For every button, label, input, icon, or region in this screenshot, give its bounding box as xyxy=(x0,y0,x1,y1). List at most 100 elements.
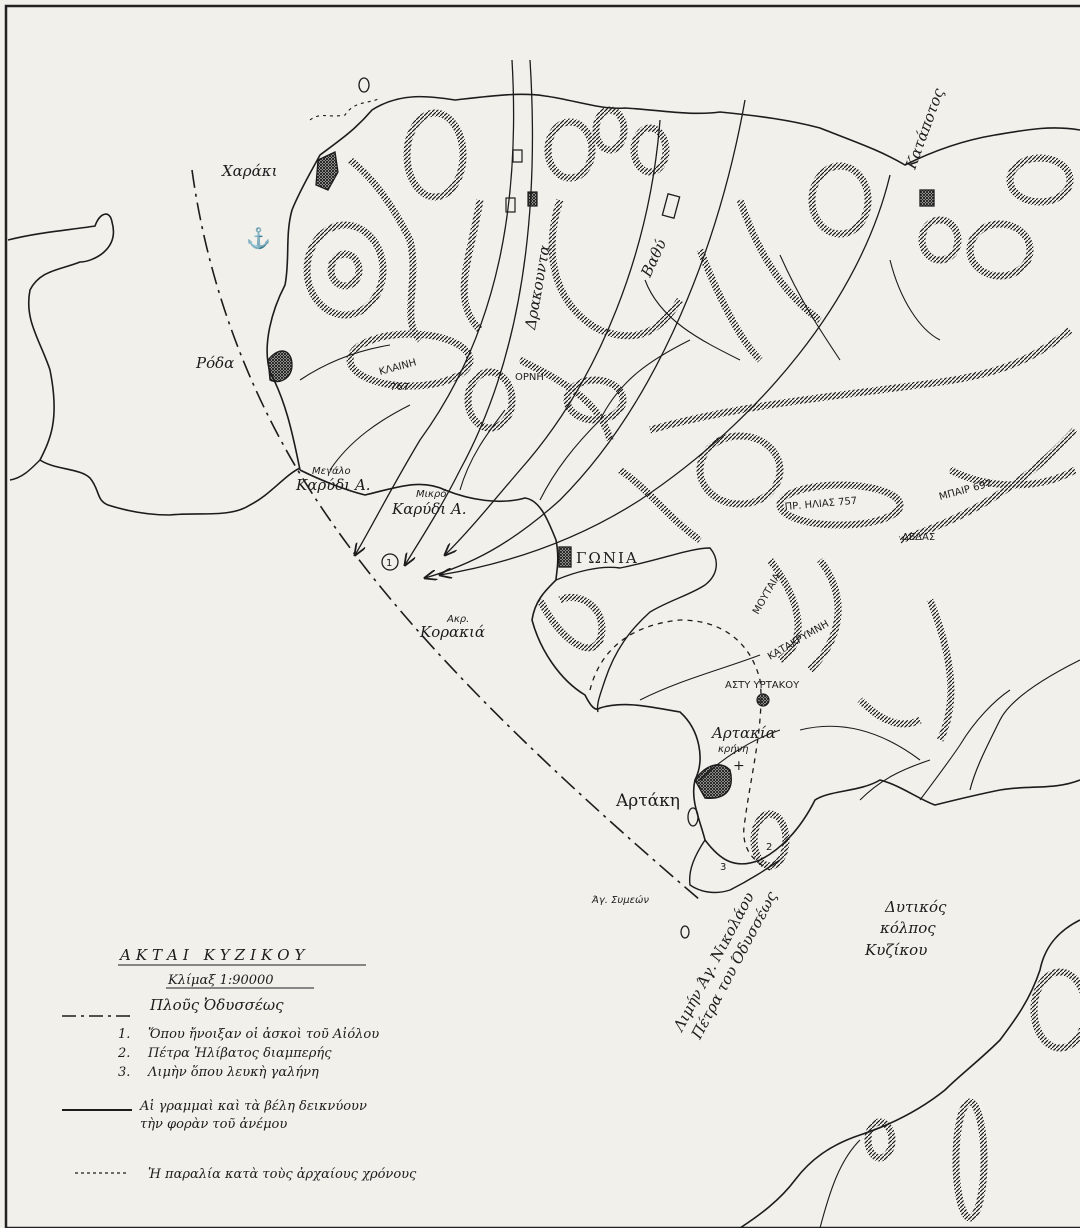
hill xyxy=(926,598,955,742)
river xyxy=(329,404,411,471)
label-mikro-karidi-2: Καρύδι Α. xyxy=(391,500,467,518)
hill xyxy=(696,432,784,508)
label-akr: Ακρ. xyxy=(446,614,469,625)
hill xyxy=(857,697,922,728)
label-megalo-karidi-1: Μεγάλο xyxy=(312,465,351,477)
legend-item-2-num: 2. xyxy=(117,1046,130,1061)
hill-hachures xyxy=(303,106,1080,1222)
legend-route-label: Πλοῦς Ὀδυσσέως xyxy=(149,996,284,1014)
hill xyxy=(518,356,614,441)
drakountas-settlement xyxy=(505,197,516,213)
river xyxy=(539,419,601,501)
legend-wind-label-2: τὴν φορὰν τοῦ ἀνέμου xyxy=(140,1117,287,1132)
drakountas-settlement xyxy=(512,149,523,163)
east-river xyxy=(969,659,1080,791)
legend-ancient-coast-label: Ἡ παραλία κατὰ τοὺς ἀρχαίους χρόνους xyxy=(148,1167,417,1182)
hill xyxy=(750,810,790,870)
hill xyxy=(1006,154,1074,206)
river xyxy=(779,254,841,361)
label-artakia-2: κρήνη xyxy=(718,743,749,755)
anchor-icon: ⚓ xyxy=(246,226,271,250)
route-marker-1 xyxy=(381,553,399,571)
hill xyxy=(952,1098,988,1222)
hill xyxy=(864,1118,896,1162)
artaki-settlement xyxy=(694,764,732,799)
label-dytikos-1: Δυτικός xyxy=(884,898,947,916)
hill xyxy=(536,593,606,652)
label-dytikos-3: Κυζίκου xyxy=(864,941,927,959)
hill xyxy=(618,467,702,543)
legend-item-2-text: Πέτρα Ἠλίβατος διαμπερής xyxy=(147,1046,332,1061)
hill xyxy=(548,198,683,340)
wind-lines xyxy=(355,59,891,578)
gonia-settlement xyxy=(558,546,572,568)
label-korakia: Κορακιά xyxy=(419,623,485,641)
river xyxy=(799,725,921,761)
asty-yrtakoy-site xyxy=(756,693,770,707)
spring-cross-icon: + xyxy=(733,758,745,774)
islet xyxy=(687,807,699,827)
route-marker-2-label: 2 xyxy=(766,842,772,853)
river xyxy=(889,259,941,341)
hill xyxy=(649,327,1073,434)
legend-item-1-text: Ὅπου ἤνοιξαν οἱ ἀσκοὶ τοῦ Αἰόλου xyxy=(148,1026,379,1042)
islet xyxy=(680,925,690,939)
hill xyxy=(807,557,842,673)
hill xyxy=(736,198,822,323)
label-gonia: ΓΩΝΙΑ xyxy=(576,549,639,567)
hill xyxy=(592,106,628,154)
label-artakia-1: Αρτακία xyxy=(710,724,776,742)
gonia-bay xyxy=(555,547,717,713)
label-artaki: Αρτάκη xyxy=(615,791,680,811)
label-ag-symeon: Άγ. Συμεών xyxy=(591,894,649,906)
katapotos-settlement xyxy=(919,189,935,207)
river xyxy=(459,409,506,491)
east-river xyxy=(819,1139,861,1228)
wind-arrow xyxy=(405,59,534,565)
legend-title: ΑΚΤΑΙ ΚΥΖΙΚΟΥ xyxy=(118,946,309,964)
hill xyxy=(630,124,670,176)
label-katapotos: Κατάποτος xyxy=(902,85,948,172)
wind-arrow xyxy=(445,119,661,555)
southern-coastline xyxy=(299,469,1080,865)
hill xyxy=(347,157,423,343)
river xyxy=(644,279,741,361)
legend-wind-label-1: Αἱ γραμμαὶ καὶ τὰ βέλη δεικνύουν xyxy=(139,1098,367,1114)
legend-item-3-text: Λιμὴν ὅπου λευκὴ γαλήνη xyxy=(147,1065,319,1080)
east-river xyxy=(919,689,1011,801)
label-klaini-height: 767 xyxy=(390,382,409,393)
hill xyxy=(948,466,1077,489)
label-roda: Ρόδα xyxy=(195,354,234,372)
drakountas-settlement xyxy=(527,191,538,207)
hill xyxy=(464,368,516,432)
label-haraki: Χαράκι xyxy=(221,162,277,180)
hill xyxy=(1030,968,1080,1052)
hill xyxy=(808,162,872,238)
label-mikro-karidi-1: Μικρό xyxy=(416,488,446,500)
legend-scale: Κλίμαξ 1:90000 xyxy=(167,973,274,988)
river xyxy=(299,344,391,381)
label-dytikos-2: κόλπος xyxy=(879,919,936,937)
vathi-settlement xyxy=(661,193,681,219)
hill xyxy=(563,376,627,424)
wind-arrow xyxy=(355,59,515,555)
legend-item-1-num: 1. xyxy=(118,1027,130,1042)
label-moutaia: ΜΟΥΤΑΙΑ xyxy=(751,572,783,617)
odysseus-route xyxy=(191,169,701,901)
ancient-coastline-north xyxy=(309,97,381,121)
wind-arrow xyxy=(425,99,746,578)
map-legend: ΑΚΤΑΙ ΚΥΖΙΚΟΥ Κλίμαξ 1:90000 Πλοῦς Ὀδυσσ… xyxy=(62,946,417,1182)
label-asty-yrtakoy: ΑΣΤΥ ΥΡΤΑΚΟΥ xyxy=(725,680,800,691)
roda-settlement xyxy=(267,350,293,383)
label-orni: ΟΡΝΗ xyxy=(515,372,544,383)
symeon-cape xyxy=(688,839,781,894)
islet xyxy=(358,77,370,93)
wind-arrow xyxy=(440,174,891,575)
label-drakountas: Δρακουντα xyxy=(521,244,554,332)
route-marker-1-label: 1 xyxy=(386,558,392,569)
ancient-coastline xyxy=(589,619,771,871)
route-marker-3-label: 3 xyxy=(720,862,726,873)
hill xyxy=(327,250,363,290)
label-vathi: Βαθύ xyxy=(637,236,670,280)
